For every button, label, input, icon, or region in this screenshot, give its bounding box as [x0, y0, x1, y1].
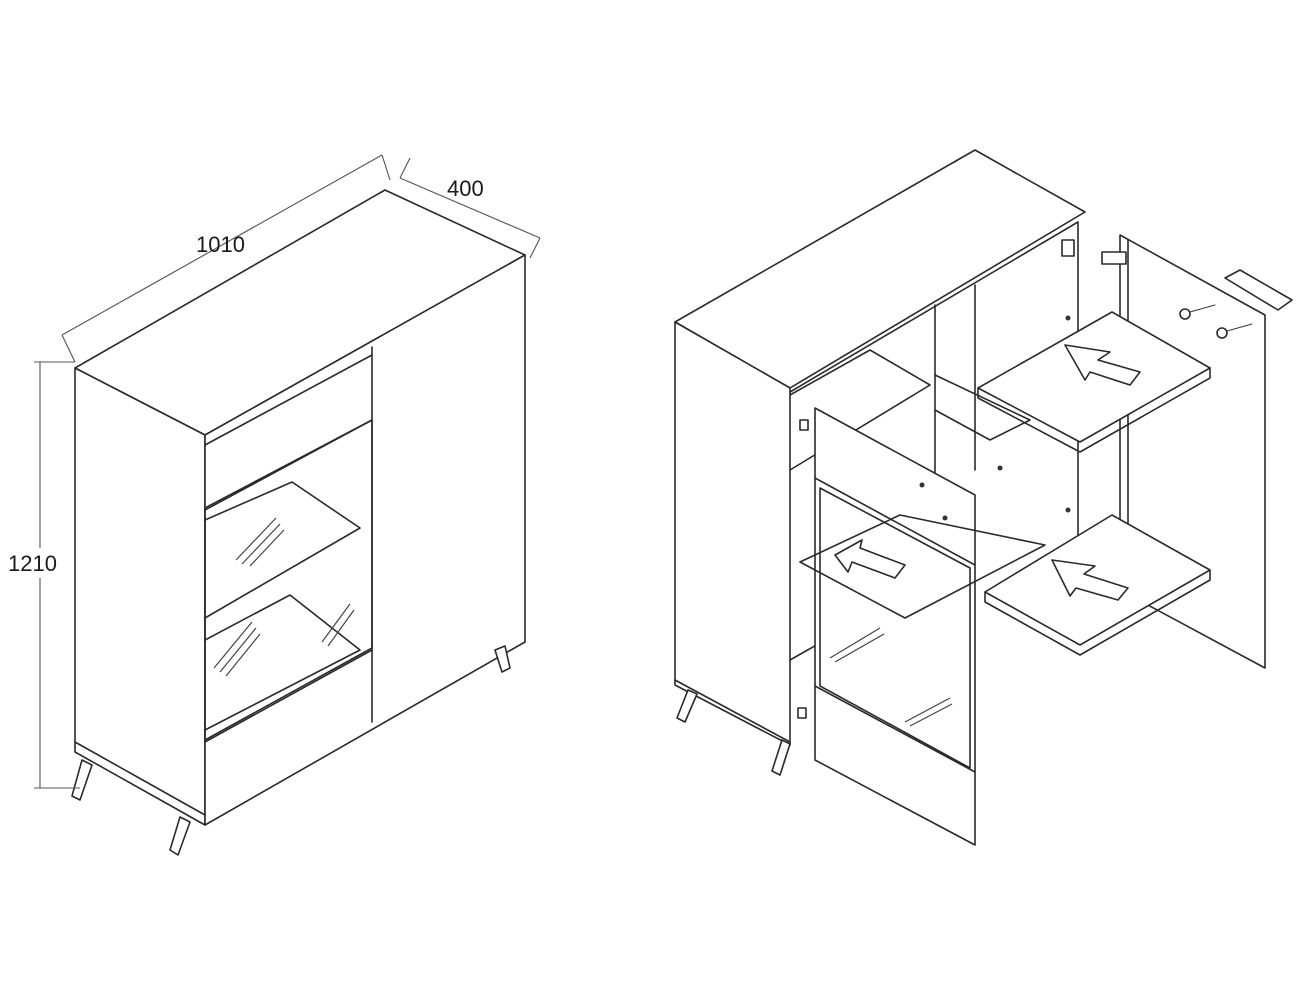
arrow-icon	[1064, 344, 1141, 386]
cabinet-top	[674, 149, 1086, 389]
screw-icon	[1179, 304, 1253, 339]
closed-cabinet: 1010 400 1210	[6, 154, 541, 856]
arrow-icon	[1051, 559, 1129, 601]
glass-door	[814, 407, 976, 846]
cabinet-leg	[169, 816, 191, 856]
height-dimension: 1210	[6, 361, 80, 789]
hinge-icon	[797, 239, 1075, 719]
glass-door	[204, 419, 373, 741]
cabinet-leg	[71, 759, 93, 801]
glass-reflection-icon	[829, 627, 953, 727]
open-cabinet	[674, 149, 1293, 846]
height-label: 1210	[8, 551, 57, 576]
glass-reflection-icon	[213, 517, 355, 677]
width-label: 1010	[196, 232, 245, 257]
cabinet-side	[674, 321, 791, 746]
cabinet-leg	[494, 645, 511, 673]
handle-icon	[1224, 269, 1293, 311]
width-dimension: 1010	[61, 154, 391, 363]
cabinet-leg	[771, 739, 791, 776]
cabinet-side	[74, 367, 206, 826]
hinge-icon	[1101, 251, 1127, 265]
cabinet-leg	[676, 689, 698, 723]
depth-label: 400	[447, 176, 484, 201]
depth-dimension: 400	[399, 157, 541, 259]
arrow-icon	[834, 539, 906, 579]
glass-shelf	[799, 514, 1046, 619]
